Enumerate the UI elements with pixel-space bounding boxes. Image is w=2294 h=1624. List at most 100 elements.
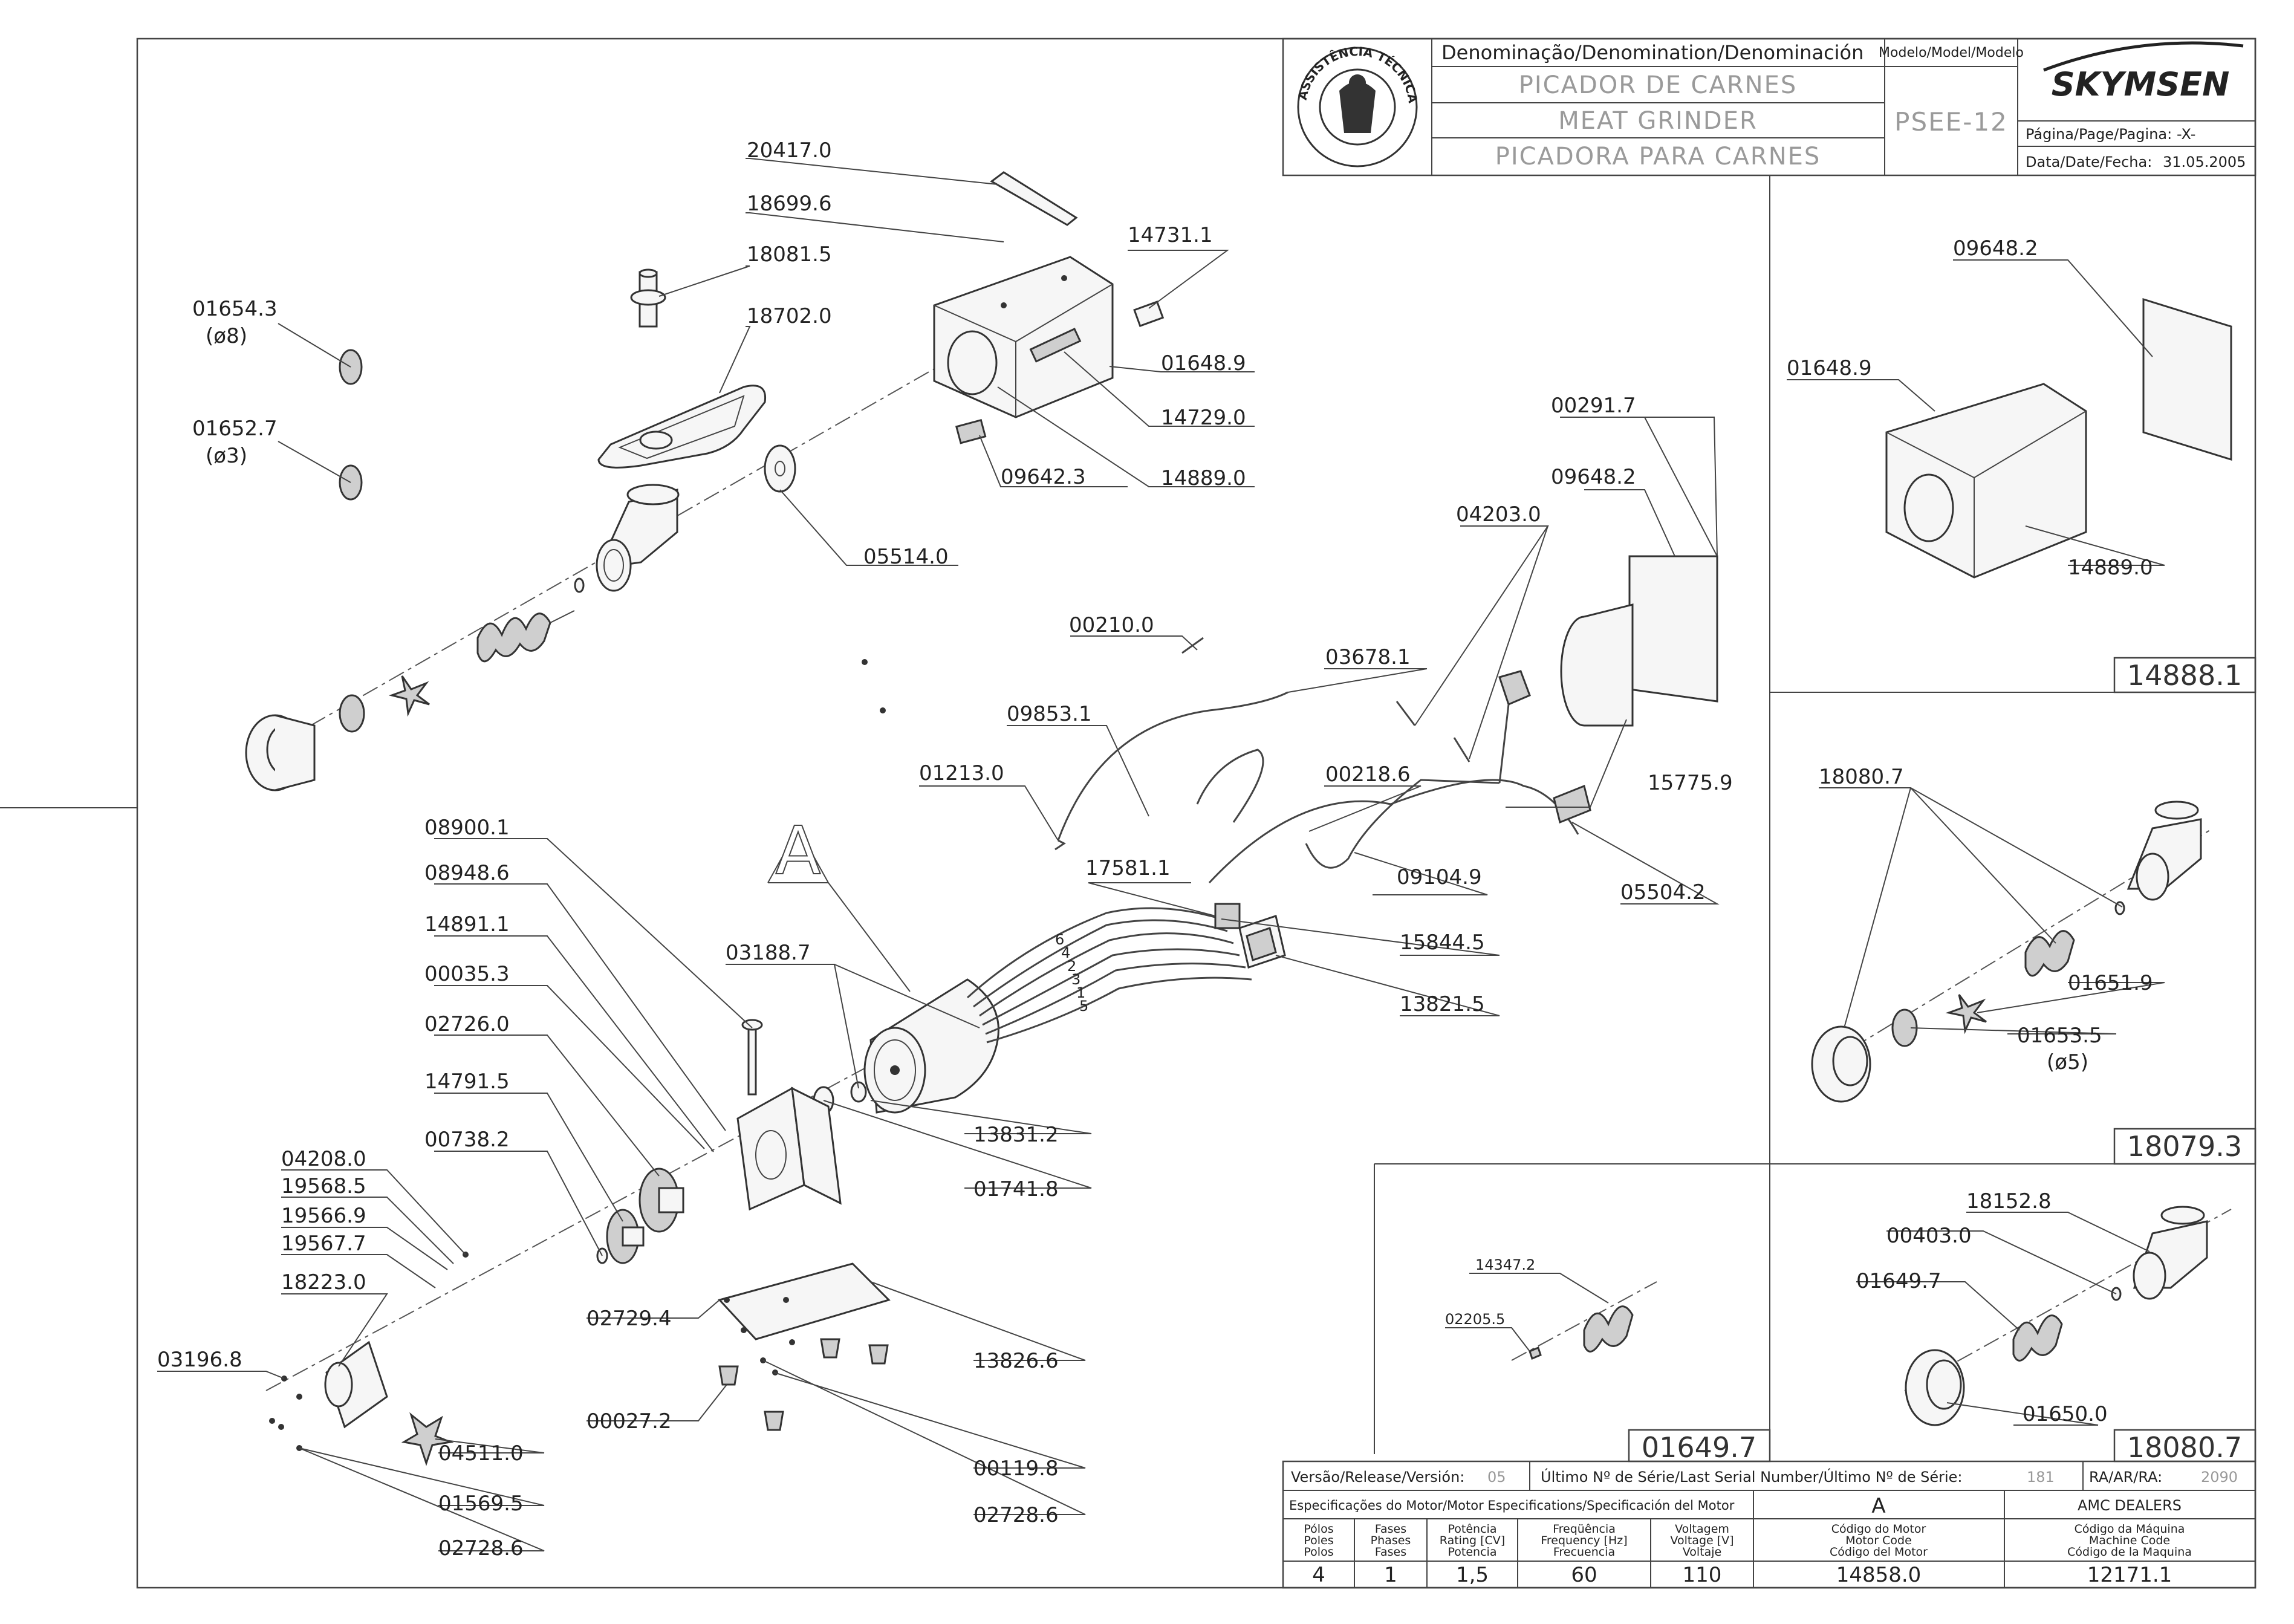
gearbox-housing	[736, 1086, 842, 1211]
foot-2	[764, 1411, 784, 1431]
label-detail-09648-2: 09648.2	[1953, 236, 2038, 261]
label-15844-5: 15844.5	[1400, 931, 1485, 955]
label-09648-2: 09648.2	[1551, 465, 1636, 489]
name-en: MEAT GRINDER	[1558, 107, 1758, 135]
front-cover	[324, 1340, 388, 1429]
power-es: Potencia	[1448, 1545, 1497, 1559]
label-04511-0: 04511.0	[438, 1441, 524, 1466]
power-en: Rating [CV]	[1440, 1534, 1505, 1547]
label-00035-3: 00035.3	[424, 962, 510, 986]
knife	[388, 675, 430, 717]
label-14791-5: 14791.5	[424, 1070, 510, 1094]
label-05504	[1553, 784, 1591, 824]
label-03188-7: 03188.7	[726, 941, 811, 965]
callout-lines	[157, 158, 2165, 1551]
brand-logo: SKYMSEN	[2052, 65, 2230, 103]
label-19566-9: 19566.9	[281, 1204, 366, 1228]
gearbox-axis	[265, 1051, 895, 1391]
label-detail-14889-0: 14889.0	[2068, 556, 2153, 580]
motor-code-en: Motor Code	[1845, 1534, 1912, 1547]
power-value: 1,5	[1456, 1563, 1489, 1587]
wire-number-4: 4	[1061, 944, 1070, 961]
release-and-motor-table	[1282, 1460, 2257, 1589]
wire-number-6: 6	[1055, 931, 1064, 948]
label-01652-7: 01652.7	[192, 417, 278, 441]
label-plate	[1133, 300, 1165, 327]
brand-swoosh	[2043, 41, 2244, 72]
voltage-pt: Voltagem	[1675, 1522, 1729, 1536]
plug	[1498, 670, 1531, 706]
wire-number-2: 2	[1067, 958, 1076, 975]
phases-es: Fases	[1375, 1545, 1406, 1559]
name-pt: PICADOR DE CARNES	[1519, 71, 1797, 99]
detail-grille	[2142, 297, 2232, 461]
date-value: 31.05.2005	[2163, 154, 2246, 171]
cord-09104	[1305, 779, 1500, 869]
shaft-key	[850, 1081, 867, 1103]
star-knob	[401, 1412, 454, 1466]
label-13821-5: 13821.5	[1400, 992, 1485, 1016]
release-label: Versão/Release/Versión:	[1291, 1469, 1464, 1486]
frequency-value: 60	[1571, 1563, 1597, 1587]
frequency-es: Frecuencia	[1553, 1545, 1615, 1559]
foot-4	[868, 1344, 889, 1365]
label-09642-3: 09642.3	[1001, 465, 1086, 489]
label-15775-9: 15775.9	[1648, 771, 1733, 795]
label-14891-1: 14891.1	[424, 912, 510, 937]
relay	[1214, 903, 1241, 929]
label-19568-5: 19568.5	[281, 1174, 366, 1198]
tray	[597, 385, 767, 469]
label-14729-0: 14729.0	[1161, 406, 1246, 430]
outer-frame	[136, 37, 2257, 1589]
wire-number-1: 1	[1076, 984, 1085, 1001]
wire-number-5: 5	[1079, 998, 1088, 1015]
label-09853-1: 09853.1	[1007, 702, 1092, 726]
label-14889-0: 14889.0	[1161, 466, 1246, 490]
wire-number-3: 3	[1071, 971, 1080, 988]
label-detail-14347-2: 14347.2	[1475, 1256, 1535, 1273]
authorized-service-seal: ASSISTÊNCIA TÉCNICA AUTORIZADA	[0, 0, 1420, 167]
phases-pt: Fases	[1375, 1522, 1406, 1536]
motor-code-es: Código del Motor	[1830, 1545, 1928, 1559]
poles-en: Poles	[1304, 1534, 1333, 1547]
ra-value: 2090	[2201, 1469, 2238, 1486]
serial-plate	[955, 418, 987, 444]
label-03196-8: 03196.8	[157, 1348, 242, 1372]
motor-wires	[966, 907, 1252, 1044]
motor-housing	[933, 256, 1114, 418]
detail-18079-3-drawing	[1811, 801, 2214, 1103]
motor-header-labels: Pólos Poles Polos Fases Phases Fases Pot…	[1304, 1522, 2192, 1559]
label-18702-0: 18702.0	[747, 304, 832, 328]
cable-loop	[1196, 749, 1264, 823]
poles-value: 4	[1312, 1563, 1325, 1587]
capacitor-switch	[1238, 915, 1286, 969]
poles-pt: Pólos	[1304, 1522, 1333, 1536]
fan-cover	[1560, 603, 1634, 727]
gear-14791	[606, 1209, 645, 1264]
voltage-en: Voltage [V]	[1670, 1534, 1733, 1547]
machine-code-pt: Código da Máquina	[2075, 1522, 2185, 1536]
machine-code-en: Machine Code	[2089, 1534, 2170, 1547]
seal-washer	[764, 444, 796, 493]
label-detail-01648-9: 01648.9	[1787, 356, 1872, 380]
label-01654-3-diameter: (ø8)	[206, 324, 247, 348]
serial-value: 181	[2027, 1469, 2055, 1486]
feed-screw	[476, 610, 575, 663]
ra-label: RA/AR/RA:	[2089, 1469, 2162, 1486]
label-00738-2: 00738.2	[424, 1128, 510, 1152]
motor-spec-header: Especificações do Motor/Motor Especifica…	[1289, 1498, 1735, 1513]
detail-01649-7-drawing	[1511, 1281, 1657, 1361]
label-04208-0: 04208.0	[281, 1147, 366, 1171]
main-exploded-view	[245, 171, 1718, 1466]
foot-3	[820, 1338, 840, 1359]
label-13831-2: 13831.2	[973, 1123, 1059, 1147]
motor-column-a: A	[1871, 1494, 1885, 1518]
view-marker-a: A	[775, 812, 820, 889]
cutting-plate	[339, 694, 365, 733]
label-01741-8: 01741.8	[973, 1177, 1059, 1201]
label-01652-7-diameter: (ø3)	[206, 444, 247, 468]
label-01213-0: 01213.0	[919, 761, 1004, 785]
detail-code-18079-3: 18079.3	[2127, 1130, 2242, 1163]
power-cord	[1208, 779, 1579, 884]
